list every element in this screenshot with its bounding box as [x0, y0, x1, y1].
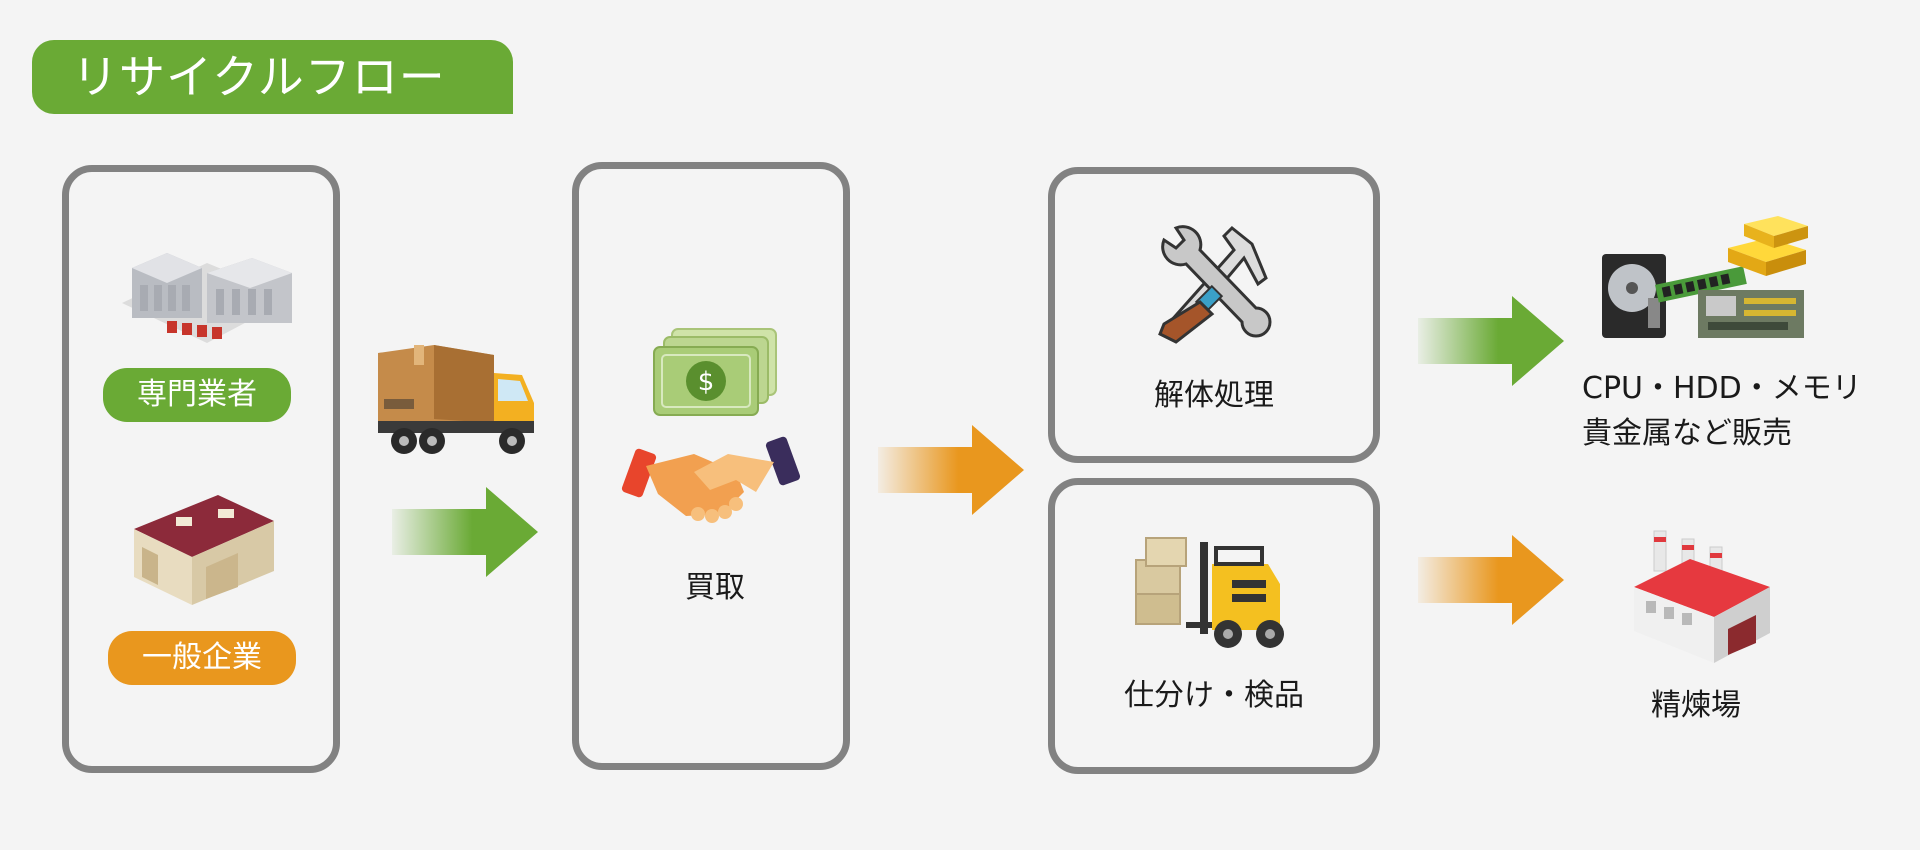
arrow-right-icon — [1418, 535, 1564, 625]
source-company-badge: 一般企業 — [108, 631, 296, 685]
purchase-label: 買取 — [685, 570, 745, 605]
computer-parts-icon — [1602, 254, 1804, 338]
truck-icon — [378, 345, 534, 454]
sorting-label: 仕分け・検品 — [1124, 678, 1304, 713]
refinery-factory-icon — [1634, 530, 1770, 663]
arrow-right-icon — [878, 425, 1024, 515]
dismantle-panel — [1048, 167, 1380, 463]
refinery-label: 精煉場 — [1651, 688, 1741, 723]
svg-text:$: $ — [698, 367, 715, 397]
forklift-icon — [1135, 537, 1284, 648]
warehouse-icon — [134, 495, 274, 605]
arrow-right-icon — [392, 487, 538, 577]
tools-icon — [1158, 225, 1272, 344]
sales-text-line2: 貴金属など販売 — [1582, 416, 1792, 451]
money-icon: $ — [653, 328, 777, 416]
source-specialist-badge: 専門業者 — [103, 368, 291, 422]
handshake-icon — [621, 436, 801, 523]
factory-icon — [122, 253, 292, 343]
page-title: リサイクルフロー — [32, 40, 513, 114]
gold-bars-icon — [1728, 216, 1808, 276]
dismantle-label: 解体処理 — [1154, 378, 1274, 413]
sales-text-line1: CPU・HDD・メモリ — [1582, 371, 1862, 406]
arrow-right-icon — [1418, 296, 1564, 386]
purchase-panel — [572, 162, 850, 770]
